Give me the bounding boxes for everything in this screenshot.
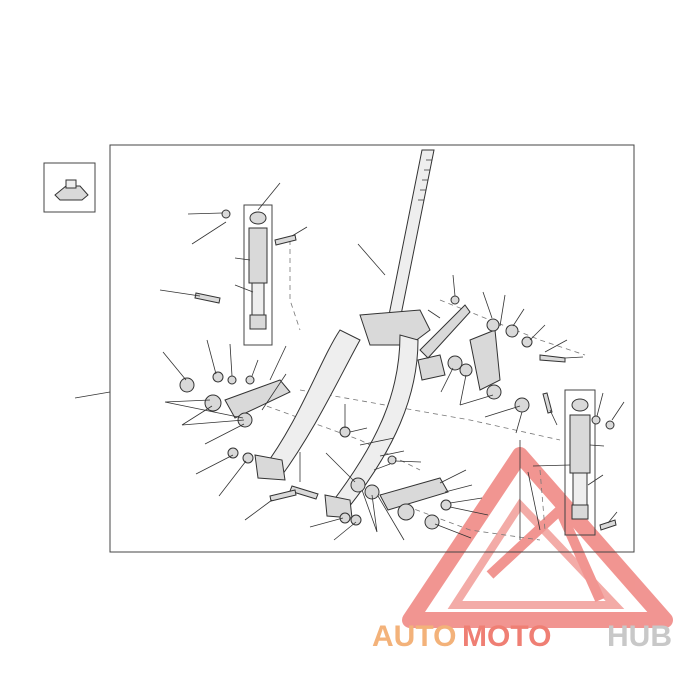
callout-12b: 12 — [0, 0, 7, 3]
watermark-moto: MOTO — [462, 620, 551, 653]
callout-9b: 9 — [0, 0, 4, 3]
callout-16c: 16 — [0, 0, 7, 3]
callout-18b: 18 — [0, 0, 7, 3]
callout-9a: 9 — [0, 0, 4, 3]
hardware-small-parts — [179, 209, 615, 530]
callout-4a: 4 — [0, 0, 4, 3]
callout-4b: 4 — [0, 0, 4, 3]
watermark-text: AUTO MOTO HUB — [372, 620, 672, 653]
callout-10b: 10 — [0, 0, 7, 3]
callout-15b: 15 — [0, 0, 7, 3]
callout-17: 17 — [0, 0, 7, 3]
callout-8d: 8 — [0, 0, 4, 3]
right-shock-absorber — [564, 389, 596, 536]
callout-15a: 15 — [0, 0, 7, 3]
callout-13b: 13 — [0, 0, 7, 3]
callout-16a: 16 — [0, 0, 7, 3]
callout-3b: 3 — [0, 0, 4, 3]
callout-23a: 23 — [0, 0, 7, 3]
callout-5b: 5 — [0, 0, 4, 3]
callout-12c: 12 — [0, 0, 7, 3]
callout-21b: 21 — [0, 0, 7, 3]
callout-18a: 18 — [0, 0, 7, 3]
callout-8c: 8 — [0, 0, 4, 3]
callout-19c: 19 — [0, 0, 7, 3]
leader-lines — [74, 182, 625, 541]
callout-2a: 2 — [0, 0, 4, 3]
callout-11c: 11 — [0, 0, 7, 3]
callout-25: 25 — [0, 0, 7, 3]
watermark-logo — [402, 447, 673, 628]
assembly-frame — [109, 144, 635, 553]
callout-21a: 21 — [0, 0, 7, 3]
fork-steering-tube — [254, 149, 446, 519]
callout-1: 1 — [0, 0, 4, 3]
assembly-guide-lines — [249, 240, 586, 541]
callout-16d: 16 — [0, 0, 7, 3]
callout-9e: 9 — [0, 0, 4, 3]
callout-11a: 11 — [0, 0, 7, 3]
callout-23b: 23 — [0, 0, 7, 3]
callout-9c: 9 — [0, 0, 4, 3]
callout-24: 24 — [0, 0, 7, 3]
callout-9d: 9 — [0, 0, 4, 3]
bolts — [194, 234, 617, 531]
callout-10c: 10 — [0, 0, 7, 3]
callout-22a: 22 — [0, 0, 7, 3]
watermark-auto: AUTO — [372, 620, 456, 653]
callout-8b: 8 — [0, 0, 4, 3]
watermark-hub: HUB — [607, 620, 672, 653]
callout-16b: 16 — [0, 0, 7, 3]
callout-6: 6 — [0, 0, 4, 3]
inset-part-24 — [43, 162, 96, 213]
callout-14: 14 — [0, 0, 7, 3]
callout-22b: 22 — [0, 0, 7, 3]
left-shock-absorber — [243, 204, 273, 346]
callout-11d: 11 — [0, 0, 7, 3]
callout-10a: 10 — [0, 0, 7, 3]
callout-labels: 2128133481129671110989105161191819152019… — [0, 0, 7, 3]
callout-20: 20 — [0, 0, 7, 3]
callout-8a: 8 — [0, 0, 4, 3]
callout-2b: 2 — [0, 0, 4, 3]
callout-19b: 19 — [0, 0, 7, 3]
link-arms — [224, 304, 501, 511]
callout-12a: 12 — [0, 0, 7, 3]
callout-19a: 19 — [0, 0, 7, 3]
callout-16e: 16 — [0, 0, 7, 3]
callout-9f: 9 — [0, 0, 4, 3]
callout-7: 7 — [0, 0, 4, 3]
callout-11b: 11 — [0, 0, 7, 3]
callout-8e: 8 — [0, 0, 4, 3]
callout-5a: 5 — [0, 0, 4, 3]
callout-13a: 13 — [0, 0, 7, 3]
callout-3a: 3 — [0, 0, 4, 3]
callout-12d: 12 — [0, 0, 7, 3]
